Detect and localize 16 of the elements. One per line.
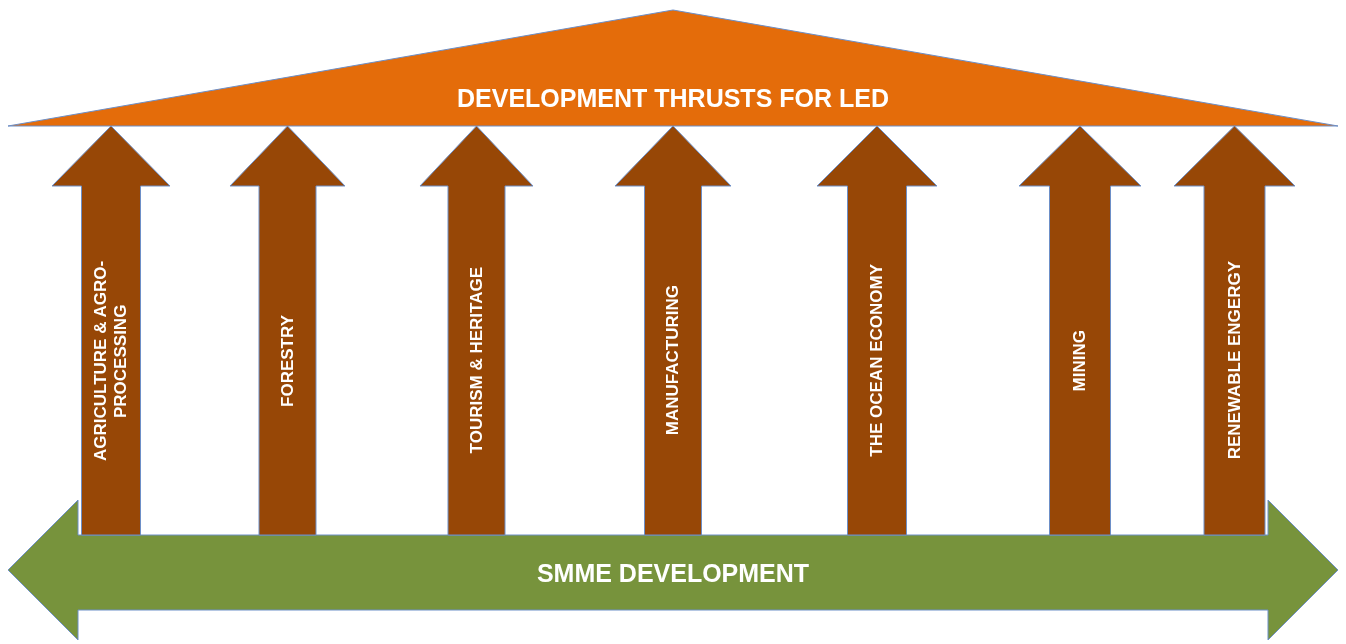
block-arrow (51, 125, 171, 536)
edge-label: MINING (1070, 329, 1090, 392)
block-arrow (419, 125, 534, 536)
block-arrow (1173, 125, 1296, 536)
edge-label: THE OCEAN ECONOMY (867, 264, 887, 457)
block-arrow (229, 125, 346, 536)
edge-label: TOURISM & HERITAGE (466, 267, 487, 454)
edge-label: RENEWABLE ENGERGY (1224, 261, 1245, 460)
edge-label: FORESTRY (277, 314, 298, 407)
edge-label: MANUFACTURING (663, 285, 683, 436)
roof-title: DEVELOPMENT THRUSTS FOR LED (457, 83, 889, 113)
edge-label: AGRICULTURE & AGRO- PROCESSING (91, 259, 131, 463)
arrow-label: SMME DEVELOPMENT (536, 557, 810, 588)
block-arrow (816, 125, 938, 536)
block-arrow (614, 125, 732, 536)
block-arrow (1018, 125, 1142, 536)
